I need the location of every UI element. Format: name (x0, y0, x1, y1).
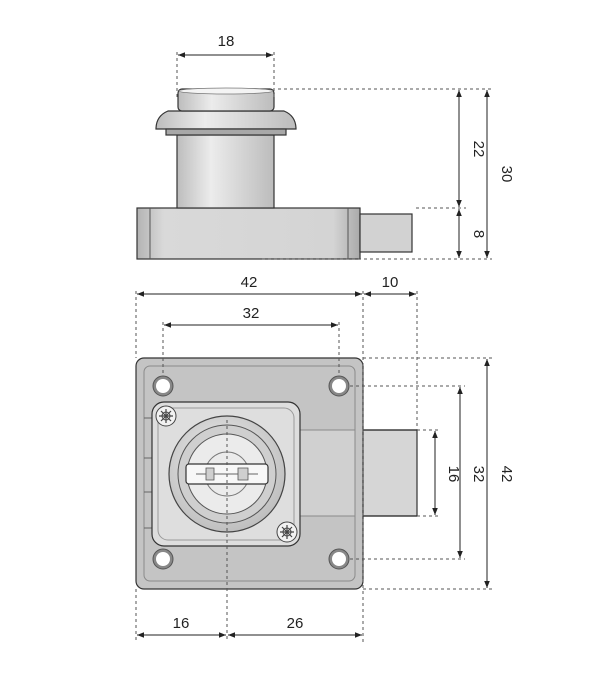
dim-bolt-throw-label: 10 (382, 274, 399, 291)
screw-icon-top-left (155, 405, 177, 427)
dim-body-height-label: 42 (498, 466, 515, 483)
mounting-hole-top-right (328, 375, 350, 397)
dim-side-heights: 22 30 8 (262, 88, 515, 260)
dim-hole-spacing-vertical-label: 32 (470, 466, 487, 483)
mounting-hole-bottom-right (328, 548, 350, 570)
side-base-plate (136, 207, 361, 260)
dim-knob-diameter-label: 18 (218, 33, 235, 50)
dim-key-offset-right-label: 26 (287, 615, 304, 632)
dim-base-thickness-label: 8 (470, 230, 487, 238)
dim-hole-spacing-horizontal-label: 32 (243, 305, 260, 322)
dim-body-width-label: 42 (241, 274, 258, 291)
side-cylinder (176, 134, 275, 209)
dim-cylinder-height-label: 22 (470, 141, 487, 158)
mounting-hole-bottom-left (152, 548, 174, 570)
mounting-hole-top-left (152, 375, 174, 397)
side-view (136, 87, 413, 260)
dim-front-heights: 16 32 42 (350, 357, 515, 590)
dim-bolt-height-label: 16 (445, 466, 462, 483)
front-view (135, 357, 418, 590)
dim-knob-diameter: 18 (176, 33, 275, 100)
screw-icon-bottom-right (276, 521, 298, 543)
side-collar (155, 110, 297, 130)
dim-total-height-label: 30 (498, 166, 515, 183)
dim-key-offset-left-label: 16 (173, 615, 190, 632)
dim-body-width: 42 10 (135, 274, 418, 645)
dim-key-offsets: 16 26 (135, 420, 362, 640)
side-bolt (359, 213, 413, 253)
dim-hole-spacing-horizontal: 32 (162, 305, 340, 376)
